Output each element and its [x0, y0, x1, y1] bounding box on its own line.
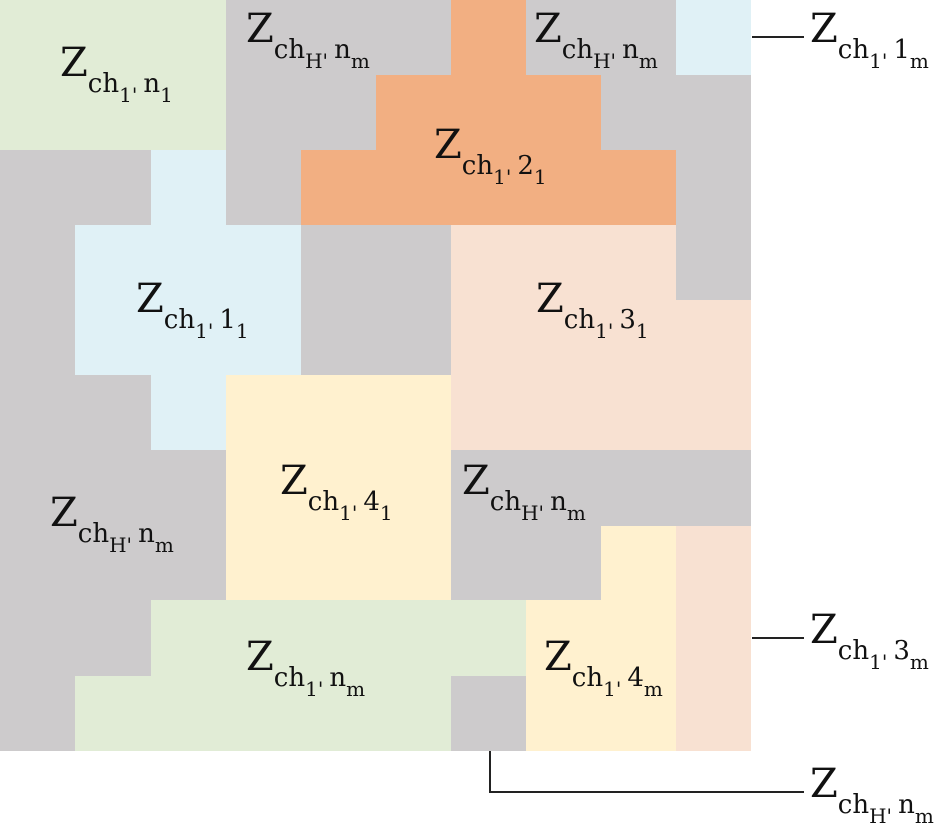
yellow-region: [226, 375, 451, 600]
label-gray-mid: ZchH'nm: [462, 458, 586, 525]
label-green-bottom: Zch1'nm: [246, 634, 365, 701]
callout-labels: Zch1'1m Zch1'3m ZchH'nm: [810, 6, 934, 825]
label-gray-top-a: ZchH'nm: [246, 6, 370, 73]
label-green-top: Zch1'n1: [60, 40, 173, 107]
regions: [0, 0, 751, 751]
label-orange: Zch1'21: [434, 122, 547, 189]
callout-line-bottom: [489, 751, 804, 793]
label-gray-left: ZchH'nm: [50, 490, 174, 557]
label-peach: Zch1'31: [536, 276, 649, 343]
label-yellow-small: Zch1'4m: [544, 634, 663, 701]
callout-label-bottom: ZchH'nm: [810, 761, 934, 825]
peach-region: [451, 225, 751, 450]
callout-label-top: Zch1'1m: [810, 6, 929, 73]
label-blue: Zch1'11: [136, 276, 249, 343]
yellow-region-small: [526, 526, 676, 751]
label-gray-top-b: ZchH'nm: [534, 6, 658, 73]
orange-region: [301, 0, 676, 225]
region-labels: Zch1'n1 ZchH'nm ZchH'nm Zch1'21 Zch1'11 …: [50, 6, 663, 701]
callout-label-mid: Zch1'3m: [810, 607, 929, 674]
peach-region-strip: [676, 526, 751, 751]
green-region-bottom: [75, 600, 526, 751]
callout-lines: [489, 36, 804, 793]
light-blue-region-corner: [676, 0, 751, 75]
label-yellow: Zch1'41: [280, 458, 393, 525]
green-region-top: [0, 0, 226, 150]
